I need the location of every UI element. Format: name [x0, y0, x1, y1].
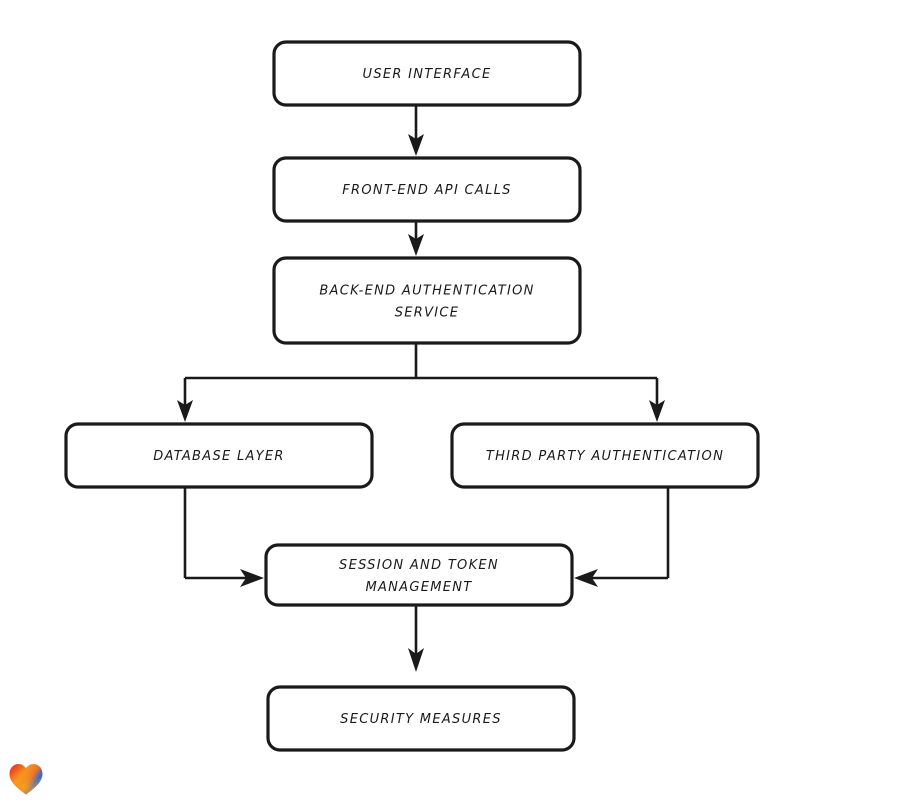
node-security-measures[interactable]: SECURITY MEASURES	[266, 685, 576, 752]
node-shape-session-and-token-management[interactable]	[264, 543, 574, 607]
node-shape-security-measures[interactable]	[266, 685, 576, 752]
node-label-database-layer: DATABASE LAYER	[153, 449, 285, 464]
connectors-group	[177, 105, 670, 672]
nodes-group: USER INTERFACE FRONT-END API CALLS BACK-…	[64, 40, 760, 752]
node-label-user-interface: USER INTERFACE	[363, 67, 492, 82]
node-back-end-authentication-service[interactable]: BACK-END AUTHENTICATION SERVICE	[272, 256, 582, 345]
node-label-session-and-token-management-line1: SESSION AND TOKEN	[339, 558, 499, 573]
edge-backend-to-thirdparty	[416, 376, 665, 422]
node-shape-third-party-authentication[interactable]	[450, 422, 760, 489]
node-label-back-end-authentication-service-line2: SERVICE	[395, 306, 460, 321]
node-front-end-api-calls[interactable]: FRONT-END API CALLS	[272, 156, 582, 223]
node-database-layer[interactable]: DATABASE LAYER	[64, 422, 374, 489]
edge-session-to-security	[408, 605, 424, 672]
node-shape-user-interface[interactable]	[272, 40, 582, 107]
heart-logo	[9, 764, 43, 795]
node-label-security-measures: SECURITY MEASURES	[340, 712, 502, 727]
node-label-front-end-api-calls: FRONT-END API CALLS	[342, 183, 511, 198]
node-label-third-party-authentication: THIRD PARTY AUTHENTICATION	[486, 449, 724, 464]
edge-thirdparty-to-session	[574, 487, 670, 587]
edge-ui-to-api	[408, 105, 424, 156]
node-shape-database-layer[interactable]	[64, 422, 374, 489]
edge-api-to-backend	[408, 221, 424, 256]
node-third-party-authentication[interactable]: THIRD PARTY AUTHENTICATION	[450, 422, 760, 489]
heart-icon-glow	[9, 764, 43, 795]
node-user-interface[interactable]: USER INTERFACE	[272, 40, 582, 107]
node-shape-front-end-api-calls[interactable]	[272, 156, 582, 223]
node-shape-back-end-authentication-service[interactable]	[272, 256, 582, 345]
node-session-and-token-management[interactable]: SESSION AND TOKEN MANAGEMENT	[264, 543, 574, 607]
edge-backend-to-database	[177, 343, 418, 422]
node-label-back-end-authentication-service-line1: BACK-END AUTHENTICATION	[319, 284, 534, 299]
edge-database-to-session	[183, 487, 264, 587]
node-label-session-and-token-management-line2: MANAGEMENT	[365, 580, 472, 595]
